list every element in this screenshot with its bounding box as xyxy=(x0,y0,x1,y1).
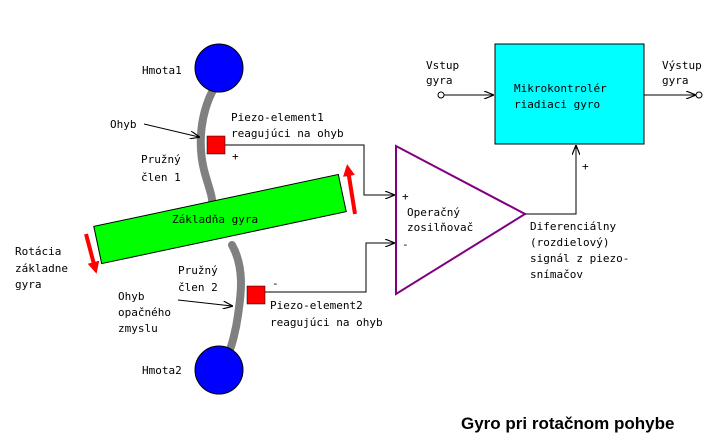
opamp-label-line2: zosilňovač xyxy=(407,221,473,234)
diff-signal-line1: Diferenciálny xyxy=(530,220,616,233)
piezo2-sign: - xyxy=(272,277,279,290)
opamp-minus-sign: - xyxy=(402,238,409,251)
wire-piezo2-to-opamp xyxy=(265,243,394,293)
mass1-label: Hmota1 xyxy=(142,64,182,77)
wire-piezo1-to-opamp xyxy=(225,144,394,195)
diff-signal-line4: snímačov xyxy=(530,268,583,281)
spring-1 xyxy=(196,86,217,204)
opamp-plus-sign: + xyxy=(402,190,409,203)
spring2-label-line2: člen 2 xyxy=(178,281,218,294)
microcontroller xyxy=(494,43,645,145)
bend-opposite-label-line3: zmyslu xyxy=(118,322,158,335)
bend-opposite-label-line2: opačného xyxy=(118,306,171,319)
piezo2-label-line1: Piezo-element2 xyxy=(270,299,363,312)
piezo1-sign: + xyxy=(232,150,239,163)
spring1-label-line2: člen 1 xyxy=(141,171,181,184)
spring1-label-line1: Pružný xyxy=(141,153,181,166)
bend-pointer-bottom xyxy=(177,299,232,306)
piezo-element-1 xyxy=(206,135,226,155)
input-label-line1: Vstup xyxy=(426,59,459,72)
mcu-plus-sign: + xyxy=(582,160,589,173)
base-label: Základňa gyra xyxy=(172,213,258,226)
mcu-label-line2: riadiaci gyro xyxy=(514,98,600,111)
rotation-arrow-left xyxy=(84,233,100,274)
output-label-line1: Výstup xyxy=(662,59,702,72)
gyro-base xyxy=(93,173,347,265)
figure-title: Gyro pri rotačnom pohybe xyxy=(461,414,674,433)
mass-1 xyxy=(194,43,244,93)
input-label-line2: gyra xyxy=(426,74,453,87)
bend-opposite-label-line1: Ohyb xyxy=(118,290,145,303)
opamp-label-line1: Operačný xyxy=(407,206,460,219)
diff-signal-line2: (rozdielový) xyxy=(530,236,609,249)
piezo1-label-line2: reagujúci na ohyb xyxy=(231,127,344,140)
op-amp xyxy=(395,144,528,296)
wire-opamp-to-mcu xyxy=(525,146,576,215)
piezo-element-2 xyxy=(246,285,266,305)
output-terminal xyxy=(695,91,703,99)
bend-label: Ohyb xyxy=(110,118,137,131)
bend-pointer-top xyxy=(143,123,199,137)
piezo2-label-line2: reagujúci na ohyb xyxy=(270,316,383,329)
mcu-label-line1: Mikrokontrolér xyxy=(514,82,607,95)
rotation-arrow-right xyxy=(343,164,357,215)
rotation-label-line2: základne xyxy=(15,262,68,275)
spring-2 xyxy=(225,241,245,356)
output-label-line2: gyra xyxy=(662,74,689,87)
mass-2 xyxy=(194,345,244,395)
mass2-label: Hmota2 xyxy=(142,364,182,377)
rotation-label-line1: Rotácia xyxy=(15,245,61,258)
input-terminal xyxy=(437,91,445,99)
diff-signal-line3: signál z piezo- xyxy=(530,252,629,265)
piezo1-label-line1: Piezo-element1 xyxy=(231,111,324,124)
rotation-label-line3: gyra xyxy=(15,278,42,291)
spring2-label-line1: Pružný xyxy=(178,264,218,277)
